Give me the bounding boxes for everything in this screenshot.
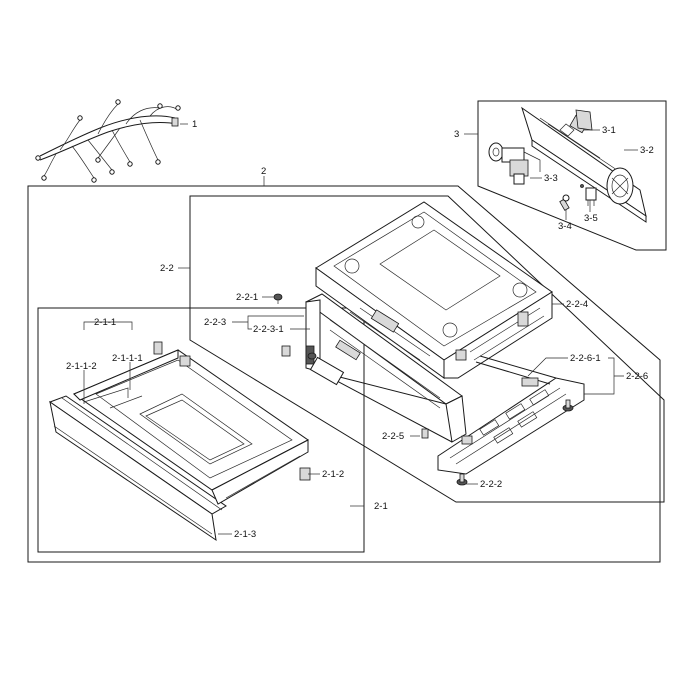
leveling-foot-part-2-2-2	[307, 352, 574, 486]
assembly-2-outline	[27, 185, 661, 563]
label-3-3: 3-3	[544, 173, 558, 184]
label-2-2-3: 2-2-3	[204, 317, 226, 328]
label-2-2-5: 2-2-5	[382, 431, 404, 442]
label-2-1-1: 2-1-1	[94, 317, 116, 328]
label-3-2: 3-2	[640, 145, 654, 156]
label-3-5: 3-5	[584, 213, 598, 224]
switch-part-3-5	[580, 184, 597, 206]
drawer-part-2-1	[48, 349, 309, 542]
label-2-1-2: 2-1-2	[322, 469, 344, 480]
assembly-3-outline	[477, 100, 667, 251]
label-2-1-3: 2-1-3	[234, 529, 256, 540]
assembly-2-1-outline	[37, 307, 365, 553]
label-2-2-6: 2-2-6	[626, 371, 648, 382]
label-1: 1	[192, 119, 197, 130]
label-2-2: 2-2	[160, 263, 174, 274]
wire-harness-part-1	[35, 99, 181, 183]
label-2-2-1: 2-2-1	[236, 292, 258, 303]
label-2-2-4: 2-2-4	[566, 299, 588, 310]
label-3: 3	[454, 129, 459, 140]
label-2-1: 2-1	[374, 501, 388, 512]
leader-lines	[83, 123, 638, 535]
label-2-2-3-1: 2-2-3-1	[253, 324, 284, 335]
label-2-1-1-1: 2-1-1-1	[112, 353, 143, 364]
small-bracket-2-2	[281, 345, 291, 357]
label-2-1-1-2: 2-1-1-2	[66, 361, 97, 372]
label-2-2-2: 2-2-2	[480, 479, 502, 490]
part-labels: 1 2 3 3-1 3-2 3-3 3-4 3-5 2-2 2-2-1 2-2-…	[66, 119, 654, 540]
stopper-part-2-1-1	[153, 341, 163, 355]
valve-part-3-3	[488, 142, 541, 185]
label-3-4: 3-4	[558, 221, 572, 232]
assembly-2-2-outline	[189, 195, 665, 503]
clip-part-2-2-5	[421, 428, 429, 439]
label-2: 2	[261, 166, 266, 177]
clip-part-2-2-1	[273, 293, 283, 304]
label-2-2-6-1: 2-2-6-1	[570, 353, 601, 364]
screw-part-3-4	[559, 194, 570, 211]
control-panel-part-3	[488, 106, 647, 223]
label-3-1: 3-1	[602, 125, 616, 136]
base-plate-part-2-2-6	[437, 355, 585, 475]
